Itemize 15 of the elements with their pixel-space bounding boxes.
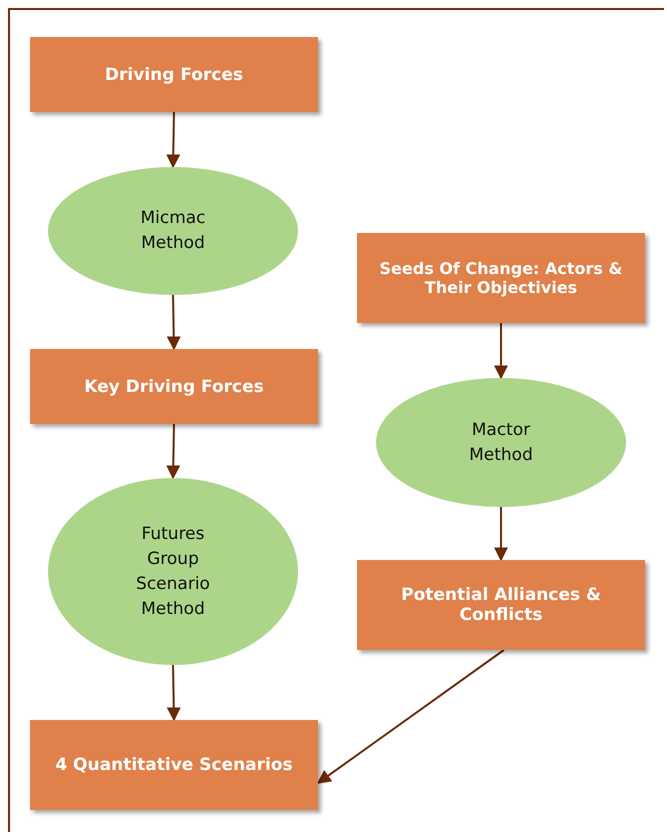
method-ellipse: Micmac Method	[48, 167, 298, 295]
method-ellipse: Mactor Method	[376, 378, 626, 507]
arrow	[166, 424, 180, 480]
arrow	[166, 664, 181, 722]
process-box: Key Driving Forces	[30, 349, 318, 424]
process-box: Driving Forces	[30, 37, 318, 112]
process-box: Seeds Of Change: Actors & Their Objectivies	[357, 233, 645, 323]
method-ellipse: Futures Group Scenario Method	[48, 478, 298, 665]
process-box: 4 Quantitative Scenarios	[30, 720, 318, 810]
arrow	[494, 507, 508, 562]
arrow	[166, 112, 180, 168]
arrow	[316, 649, 504, 784]
process-box: Potential Alliances & Conflicts	[357, 560, 645, 650]
arrow	[166, 294, 181, 350]
arrow	[494, 323, 508, 380]
